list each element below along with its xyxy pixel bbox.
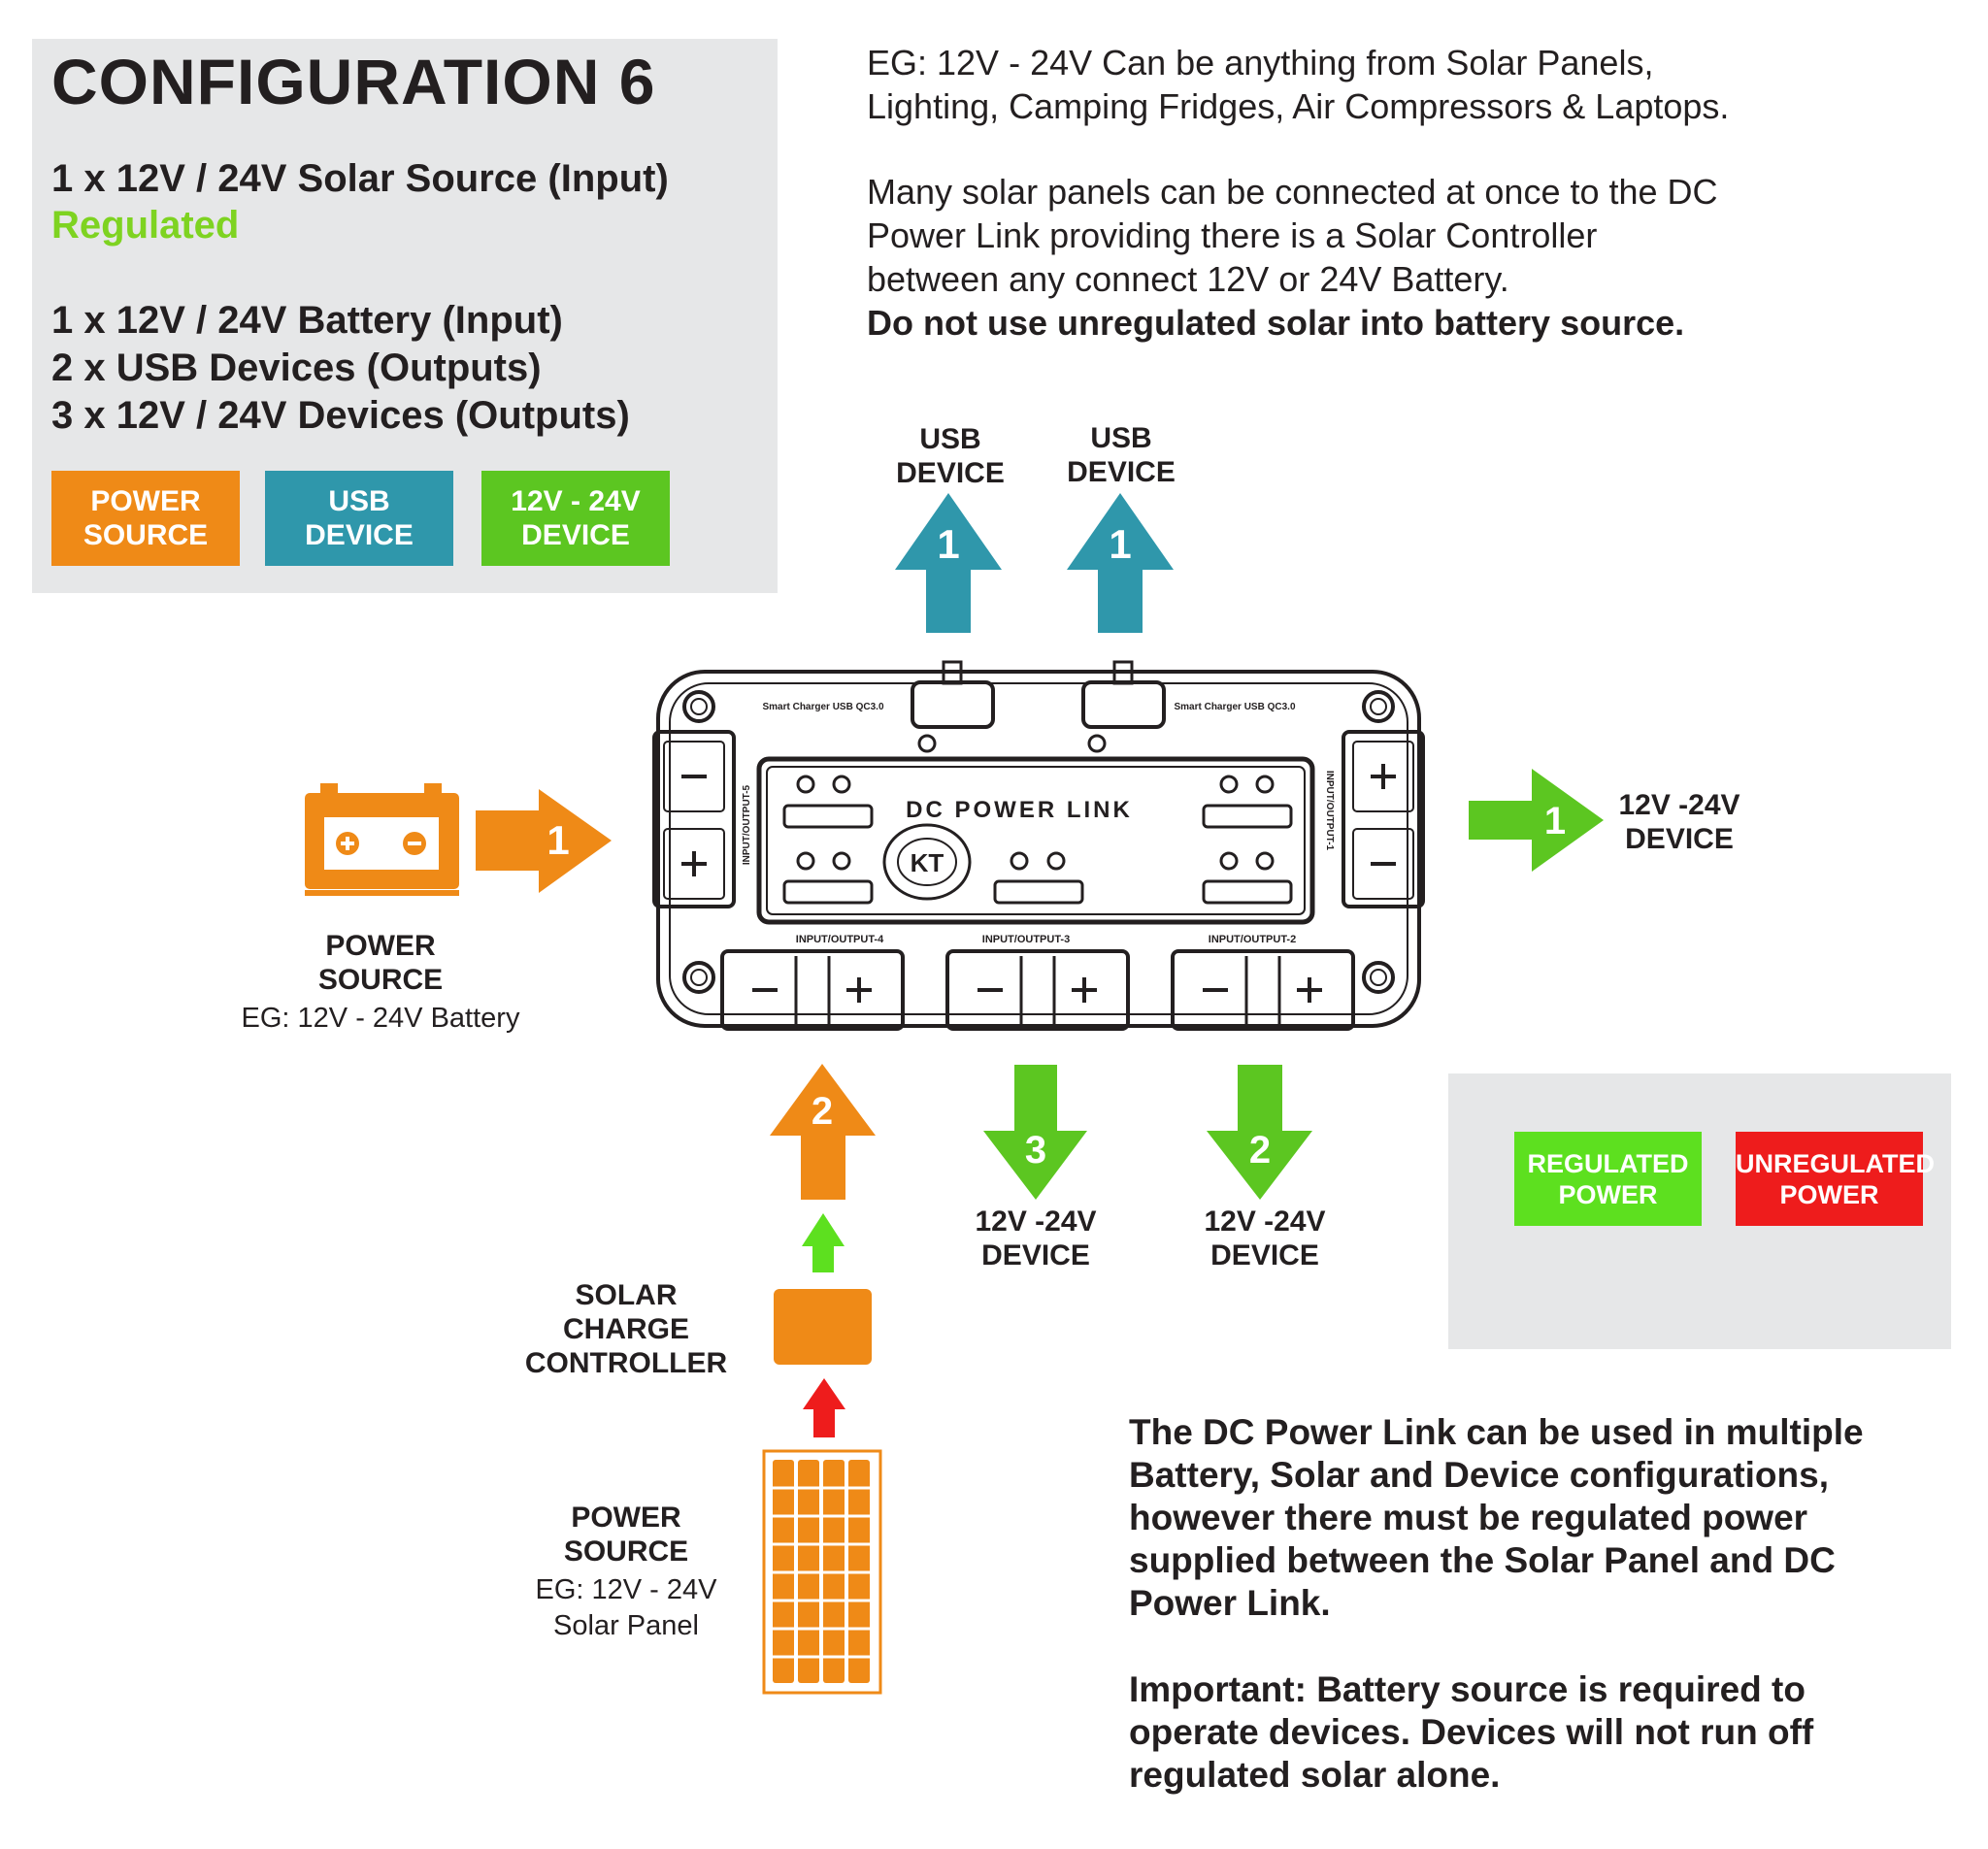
footer-line3: however there must be regulated power — [1129, 1498, 1808, 1537]
footer-line5: Power Link. — [1129, 1583, 1331, 1623]
solar-charge-controller-box — [774, 1289, 872, 1365]
controller-label-line1: SOLAR — [575, 1279, 678, 1311]
usb-left-number: 1 — [937, 521, 959, 567]
terminal-polarity-marks — [681, 764, 1396, 1003]
dc-power-link-device — [652, 660, 1425, 1031]
regulated-power-line1: REGULATED — [1527, 1148, 1689, 1178]
usb-left-arrow — [895, 493, 1002, 633]
intro-line2: Lighting, Camping Fridges, Air Compresso… — [867, 86, 1730, 126]
battery-icon — [305, 783, 459, 896]
legend-dc-device-line2: DEVICE — [521, 519, 630, 551]
spec-solar-status: Regulated — [51, 204, 240, 247]
controller-label-line3: CONTROLLER — [524, 1347, 728, 1379]
solar-panel-label-eg2: Solar Panel — [553, 1610, 699, 1641]
port1-label: INPUT/OUTPUT-1 — [1324, 771, 1335, 851]
usb-left-label-line1: USB — [919, 423, 981, 455]
unregulated-power-line1: UNREGULATED — [1736, 1148, 1935, 1178]
unregulated-power-chip: UNREGULATED POWER — [1736, 1132, 1935, 1226]
solar-panel-label-line2: SOURCE — [563, 1535, 689, 1568]
intro-paragraph: EG: 12V - 24V Can be anything from Solar… — [867, 41, 1729, 345]
device-name: DC POWER LINK — [906, 797, 1133, 823]
footer-important-line2: operate devices. Devices will not run of… — [1129, 1712, 1814, 1752]
battery-label-eg: EG: 12V - 24V Battery — [241, 1003, 520, 1034]
usb-right-label-line1: USB — [1090, 422, 1152, 454]
spec-usb-devices: 2 x USB Devices (Outputs) — [51, 347, 542, 389]
intro-line3: Many solar panels can be connected at on… — [867, 172, 1718, 212]
controller-label-line2: CHARGE — [562, 1313, 689, 1345]
port3-label: INPUT/OUTPUT-3 — [982, 934, 1070, 945]
battery-label-line1: POWER — [325, 930, 436, 962]
output3-number: 3 — [1025, 1129, 1046, 1172]
legend-usb-device-line2: DEVICE — [305, 519, 414, 551]
solar-panel-label-line1: POWER — [571, 1502, 681, 1534]
regulation-legend: REGULATED POWER UNREGULATED POWER — [1448, 1073, 1951, 1349]
battery-arrow-number: 1 — [547, 817, 569, 863]
spec-battery: 1 x 12V / 24V Battery (Input) — [51, 299, 563, 342]
solar-panel-icon — [762, 1449, 882, 1695]
intro-warning: Do not use unregulated solar into batter… — [867, 303, 1685, 343]
intro-line1: EG: 12V - 24V Can be anything from Solar… — [867, 43, 1654, 83]
solar-panel-label: POWER SOURCE EG: 12V - 24V Solar Panel — [514, 1501, 738, 1644]
right-output-label-line1: 12V -24V — [1618, 789, 1740, 821]
output3-arrow — [983, 1065, 1087, 1200]
legend-power-source: POWER SOURCE — [51, 471, 240, 566]
output2-label-line2: DEVICE — [1210, 1239, 1319, 1271]
usb-left-label-line2: DEVICE — [896, 457, 1005, 489]
usb-right-arrow — [1067, 493, 1174, 633]
battery-label: POWER SOURCE EG: 12V - 24V Battery — [206, 929, 555, 1037]
right-output-arrow — [1469, 769, 1604, 872]
regulated-power-chip: REGULATED POWER — [1514, 1132, 1702, 1226]
usb-right-port-label: Smart Charger USB QC3.0 — [1174, 702, 1295, 712]
output2-number: 2 — [1249, 1129, 1271, 1172]
regulated-flow-arrow — [802, 1213, 845, 1272]
output2-arrow — [1207, 1065, 1312, 1200]
battery-arrow — [476, 789, 612, 893]
configuration-title: CONFIGURATION 6 — [51, 46, 656, 117]
footer-line1: The DC Power Link can be used in multipl… — [1129, 1412, 1864, 1452]
right-output-label-line2: DEVICE — [1625, 823, 1734, 855]
solar-input-arrow — [770, 1064, 876, 1200]
output3-label: 12V -24V DEVICE — [958, 1205, 1113, 1272]
unregulated-flow-arrow — [803, 1378, 845, 1437]
spec-solar-source: 1 x 12V / 24V Solar Source (Input) — [51, 157, 669, 200]
right-output-number: 1 — [1544, 800, 1566, 842]
spec-dc-devices: 3 x 12V / 24V Devices (Outputs) — [51, 394, 630, 437]
output2-label-line1: 12V -24V — [1204, 1205, 1326, 1238]
usb-right-number: 1 — [1109, 521, 1131, 567]
legend-power-source-line1: POWER — [90, 485, 201, 517]
footer-important-line3: regulated solar alone. — [1129, 1755, 1501, 1795]
intro-line4: Power Link providing there is a Solar Co… — [867, 215, 1598, 255]
port2-label: INPUT/OUTPUT-2 — [1209, 934, 1296, 945]
legend-dc-device-line1: 12V - 24V — [511, 485, 641, 517]
output2-label: 12V -24V DEVICE — [1187, 1205, 1342, 1272]
legend-usb-device: USB DEVICE — [265, 471, 453, 566]
footer-line4: supplied between the Solar Panel and DC — [1129, 1540, 1836, 1580]
regulated-power-line2: POWER — [1558, 1179, 1658, 1209]
device-logo: KT — [911, 848, 944, 877]
usb-right-label-line2: DEVICE — [1067, 456, 1176, 488]
configuration-card: CONFIGURATION 6 1 x 12V / 24V Solar Sour… — [32, 39, 778, 593]
port4-label: INPUT/OUTPUT-4 — [796, 934, 884, 945]
legend-power-source-line2: SOURCE — [83, 519, 209, 551]
footer-paragraph: The DC Power Link can be used in multipl… — [1129, 1411, 1864, 1797]
usb-right-label: USB DEVICE — [1053, 421, 1189, 489]
usb-left-port-label: Smart Charger USB QC3.0 — [762, 702, 883, 712]
output3-label-line1: 12V -24V — [975, 1205, 1097, 1238]
legend-dc-device: 12V - 24V DEVICE — [481, 471, 670, 566]
intro-line5: between any connect 12V or 24V Battery. — [867, 259, 1509, 299]
solar-panel-label-eg1: EG: 12V - 24V — [535, 1574, 717, 1605]
battery-label-line2: SOURCE — [317, 964, 444, 996]
port5-label: INPUT/OUTPUT-5 — [742, 784, 752, 865]
legend-usb-device-line1: USB — [328, 485, 390, 517]
footer-line2: Battery, Solar and Device configurations… — [1129, 1455, 1829, 1495]
controller-label: SOLAR CHARGE CONTROLLER — [514, 1278, 738, 1380]
usb-left-label: USB DEVICE — [882, 422, 1018, 490]
footer-important-line1: Important: Battery source is required to — [1129, 1669, 1806, 1709]
solar-input-number: 2 — [812, 1090, 833, 1133]
right-output-label: 12V -24V DEVICE — [1602, 788, 1757, 856]
output3-label-line2: DEVICE — [981, 1239, 1090, 1271]
unregulated-power-line2: POWER — [1779, 1179, 1879, 1209]
